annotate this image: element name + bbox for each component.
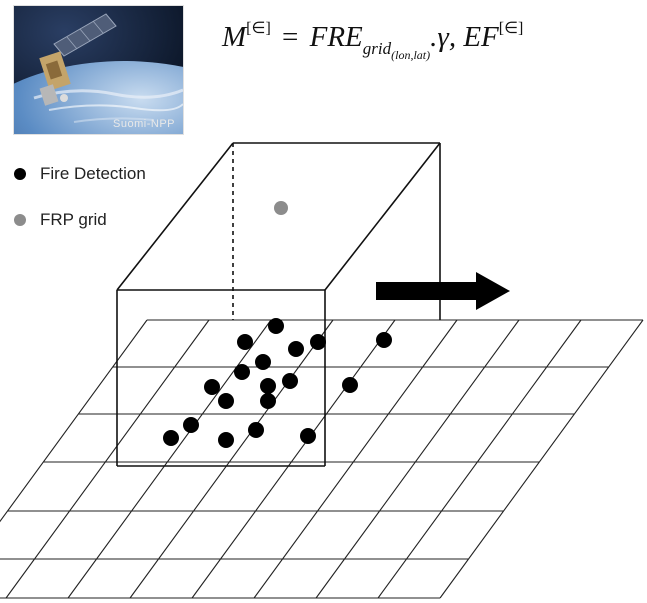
satellite-image: Suomi-NPP [13, 5, 184, 135]
fire-detection-point [218, 393, 234, 409]
grid-line [0, 319, 148, 523]
formula-ef-superscript: [∈] [498, 20, 524, 37]
satellite-caption: Suomi-NPP [113, 118, 175, 130]
solar-panel-icon [53, 13, 117, 57]
fire-detection-point [218, 432, 234, 448]
direction-arrow-icon [376, 272, 510, 310]
grid-line [67, 319, 272, 599]
fire-detection-point [248, 422, 264, 438]
box-edge [324, 142, 441, 291]
formula-lhs-superscript: [∈] [246, 20, 271, 37]
legend-fire-detection-label: Fire Detection [40, 164, 146, 183]
formula-fre-subscript: grid [362, 39, 392, 58]
fire-detection-dot-icon [14, 168, 26, 180]
frp-grid-point [274, 201, 288, 215]
fire-detection-point [268, 318, 284, 334]
formula-equals: = [282, 21, 299, 53]
fire-detections [163, 318, 392, 448]
formula-sep-1: . [430, 21, 438, 53]
frp-grid-dot-icon [14, 214, 26, 226]
legend-fire-detection: Fire Detection [14, 164, 146, 184]
fire-detection-point [237, 334, 253, 350]
grid-line [315, 319, 520, 599]
grid-cell-box [116, 142, 441, 467]
grid-line [439, 319, 644, 599]
grid-line [253, 319, 458, 599]
grid-line [191, 319, 396, 599]
grid-line [5, 319, 210, 599]
grid-line [377, 319, 582, 599]
formula-fre-sub-subscript: (lon,lat) [391, 48, 431, 62]
fire-detection-point [376, 332, 392, 348]
fire-detection-point [234, 364, 250, 380]
formula-fre: FRE [309, 21, 363, 53]
fire-detection-point [282, 373, 298, 389]
formula-ef: EF [463, 21, 499, 53]
fire-detection-point [288, 341, 304, 357]
fire-detection-point [255, 354, 271, 370]
formula-sep-2: , [448, 21, 457, 53]
formula-lhs: M [222, 21, 247, 53]
box-edge [116, 142, 234, 291]
emission-formula: M[∈] = FREgrid(lon,lat).γ, EF[∈] [222, 18, 523, 63]
fire-detection-point [204, 379, 220, 395]
legend-frp-grid: FRP grid [14, 210, 107, 230]
ground-grid [0, 319, 644, 599]
fire-detection-point [300, 428, 316, 444]
grid-line [129, 319, 334, 599]
formula-gamma: γ [437, 21, 449, 53]
fire-detection-point [163, 430, 179, 446]
legend-frp-grid-label: FRP grid [40, 210, 107, 229]
fire-detection-point [183, 417, 199, 433]
satellite-icon [39, 51, 71, 106]
fire-detection-point [260, 378, 276, 394]
fire-detection-point [260, 393, 276, 409]
fire-detection-point [342, 377, 358, 393]
fire-detection-point [310, 334, 326, 350]
